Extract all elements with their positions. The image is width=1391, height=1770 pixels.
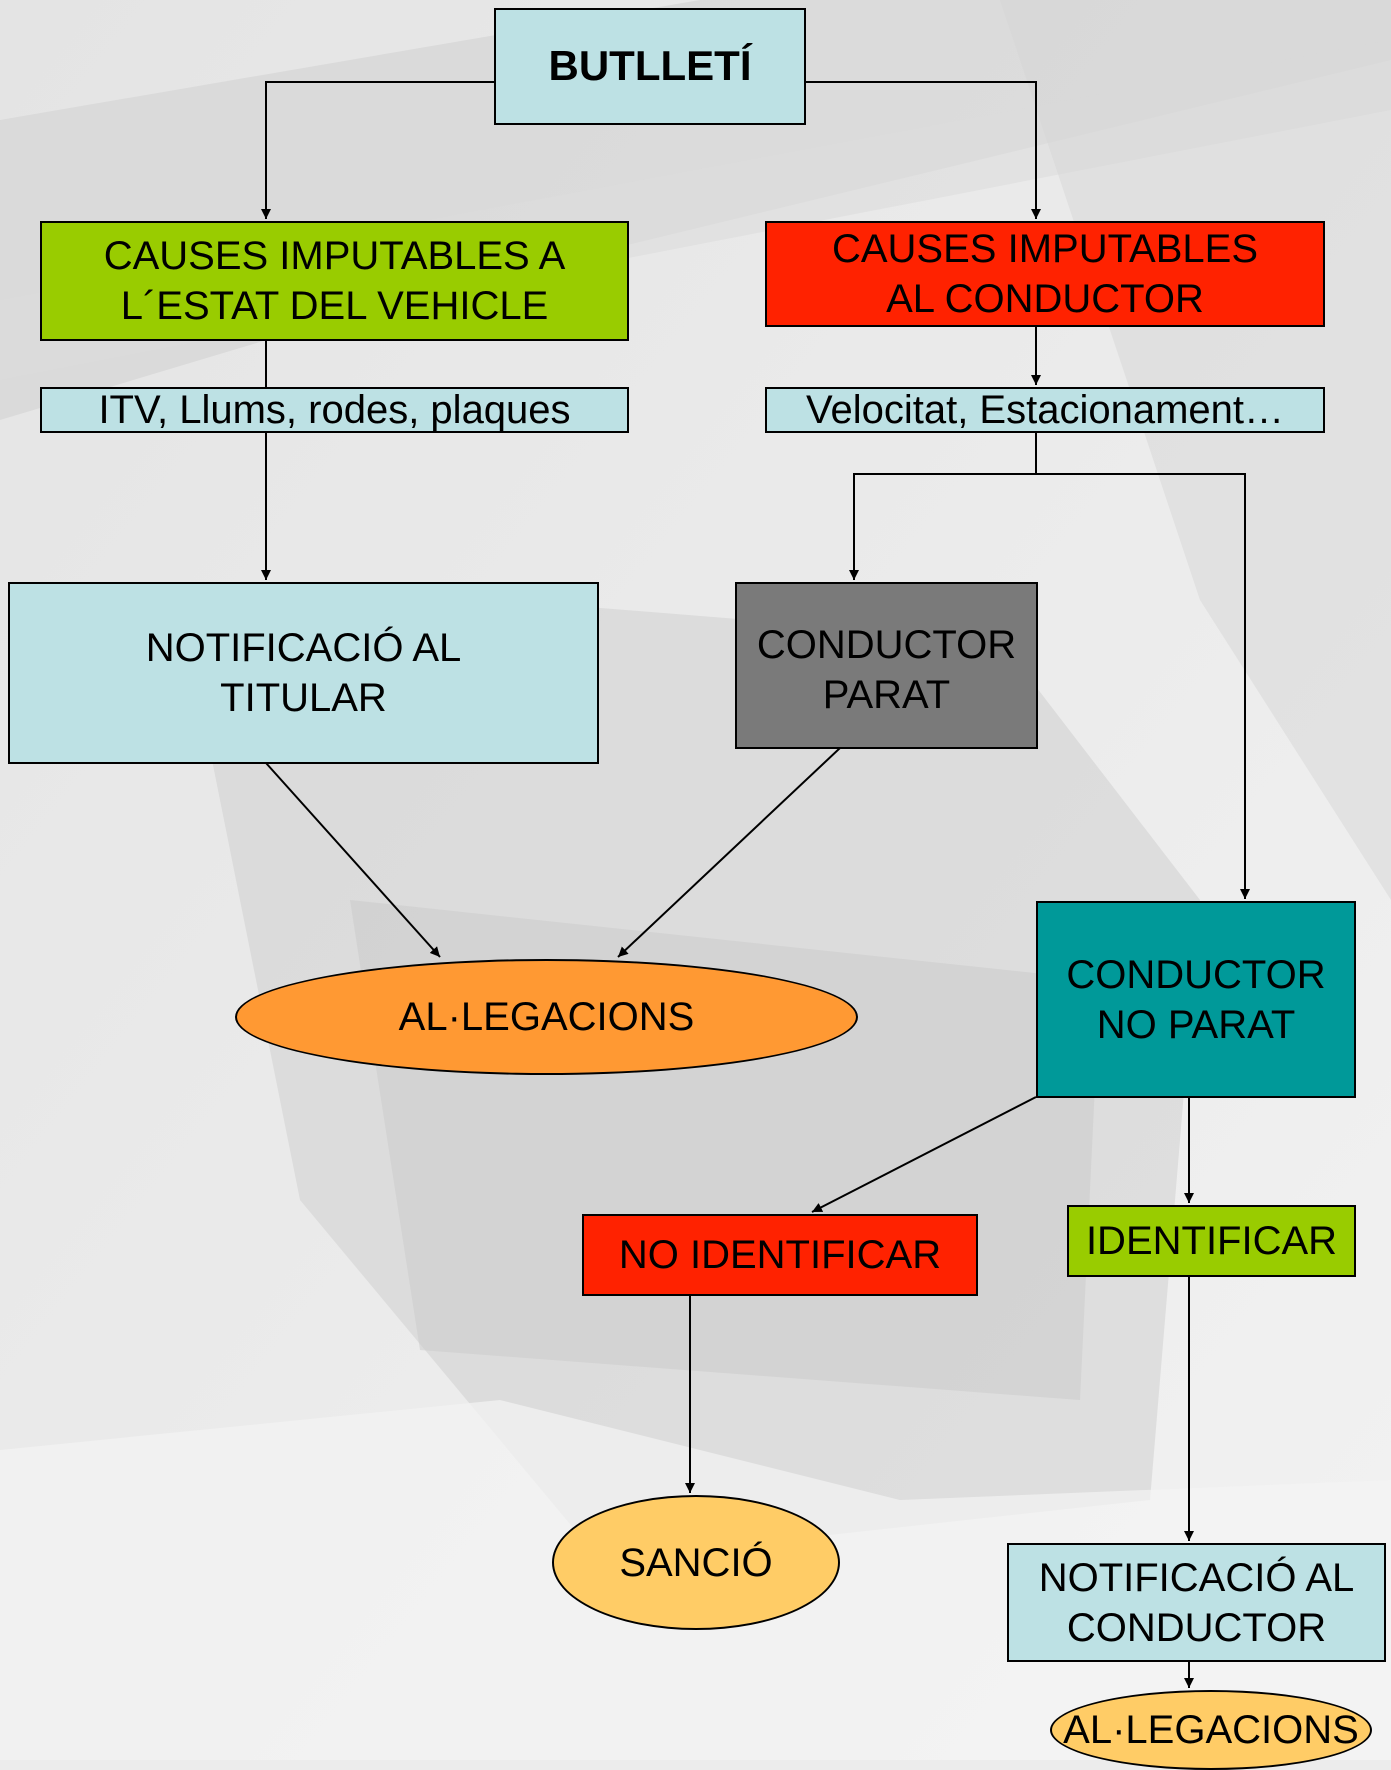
causes-driver-box: CAUSES IMPUTABLES AL CONDUCTOR [765,221,1325,327]
causes-vehicle-box: CAUSES IMPUTABLES A L´ESTAT DEL VEHICLE [40,221,629,341]
arrow-examples-to-driver-stopped [849,432,1037,580]
arrow-notify-holder-to-allegations [265,762,441,958]
arrow-butlleti-to-driver [806,81,1041,219]
allegations-ellipse-1: AL·LEGACIONS [235,959,858,1075]
driver-not-stopped-box: CONDUCTOR NO PARAT [1036,901,1356,1098]
notify-holder-box: NOTIFICACIÓ AL TITULAR [8,582,599,764]
arrow-not-stopped-to-not-identify [811,1096,1037,1213]
sanction-ellipse: SANCIÓ [552,1495,840,1630]
arrow-butlleti-to-vehicle [261,81,494,219]
arrow-driver-stopped-to-allegations [617,747,841,958]
driver-stopped-box: CONDUCTOR PARAT [735,582,1038,749]
not-identify-box: NO IDENTIFICAR [582,1214,978,1296]
vehicle-examples-box: ITV, Llums, rodes, plaques [40,387,629,433]
driver-examples-box: Velocitat, Estacionament… [765,387,1325,433]
butlleti-box: BUTLLETÍ [494,8,806,125]
notify-driver-box: NOTIFICACIÓ AL CONDUCTOR [1007,1543,1386,1662]
allegations-ellipse-2: AL·LEGACIONS [1050,1690,1372,1770]
arrow-examples-to-driver-not-stopped [1036,473,1250,899]
identify-box: IDENTIFICAR [1067,1205,1356,1277]
